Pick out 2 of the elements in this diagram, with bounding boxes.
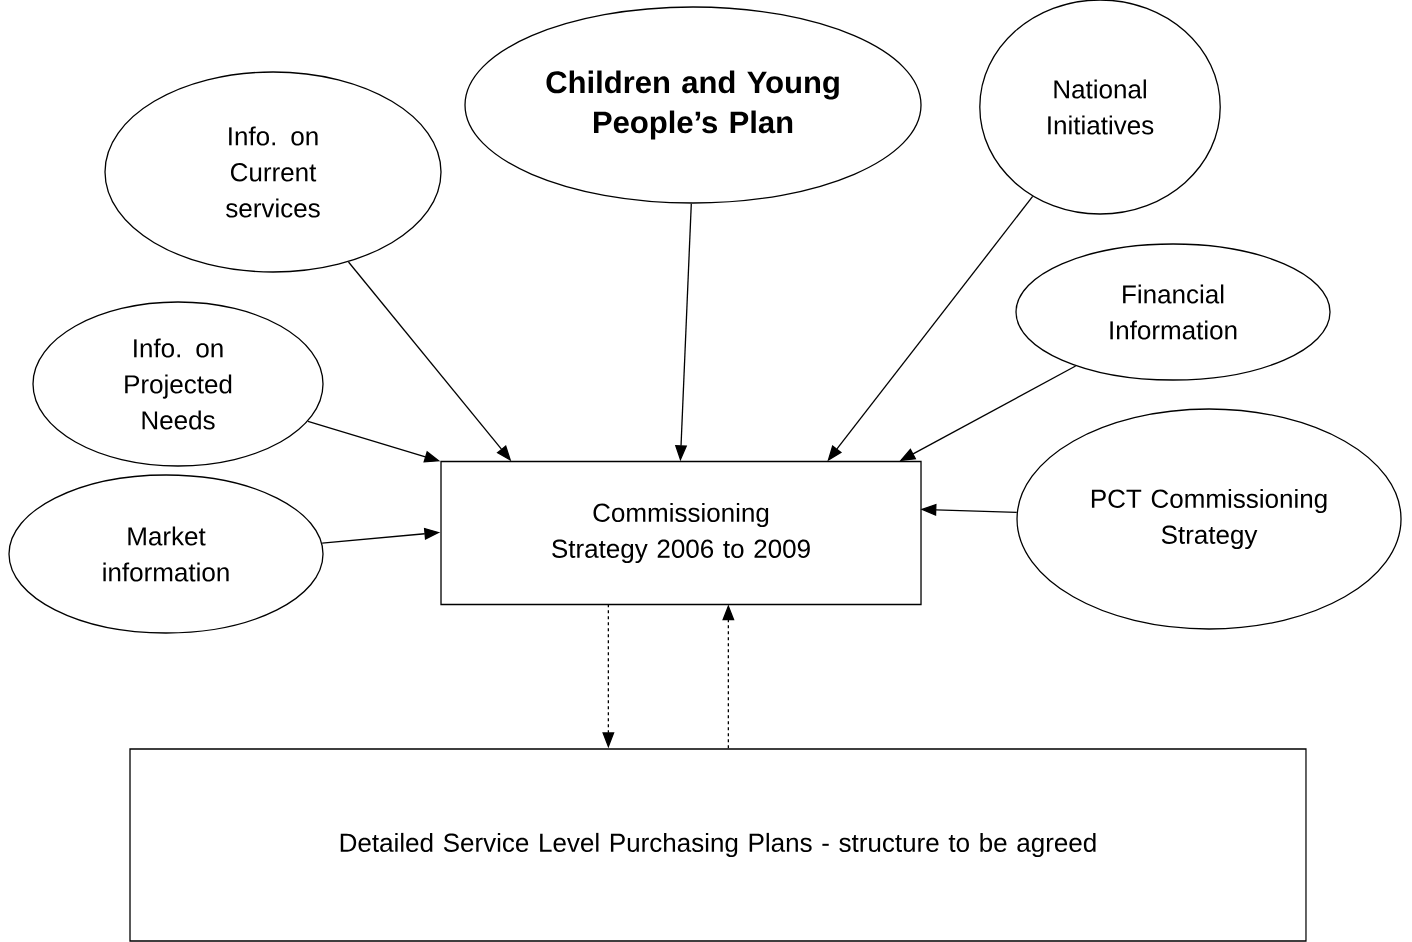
process-box: Commissioning Strategy 2006 to 2009: [440, 460, 922, 606]
process-box: Detailed Service Level Purchasing Plans - structure to be agreed: [129, 748, 1307, 942]
